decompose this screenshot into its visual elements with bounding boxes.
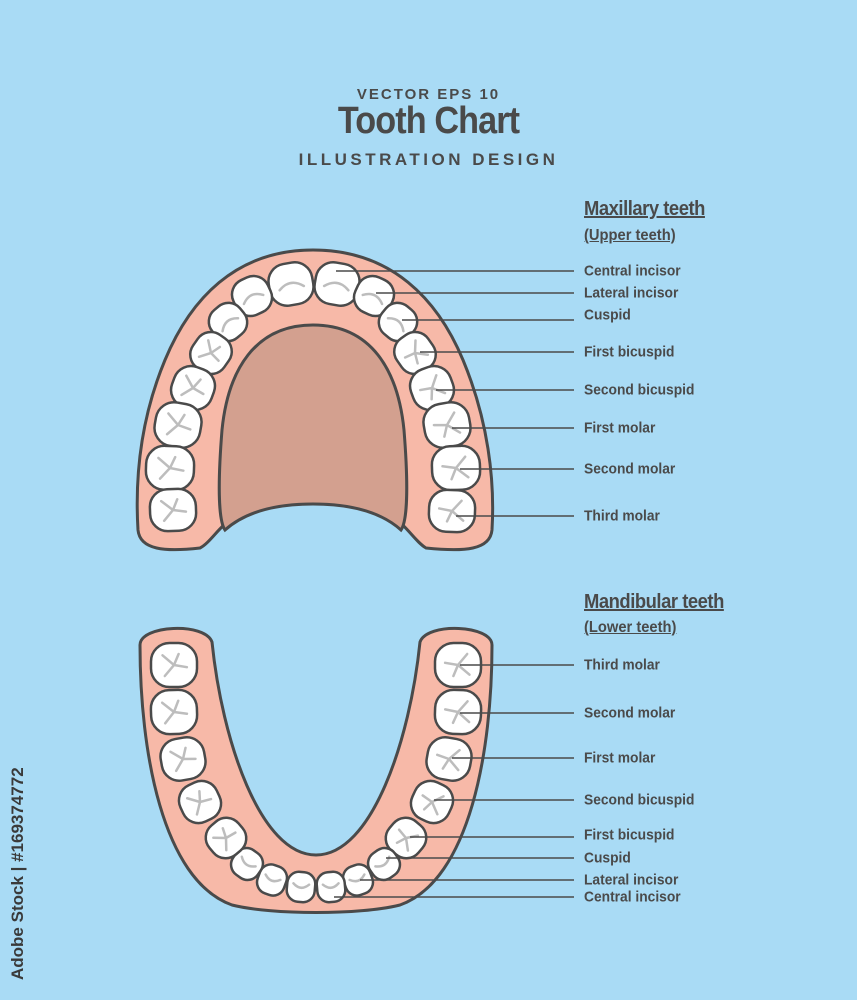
- mandibular-subtitle: (Lower teeth): [584, 619, 677, 636]
- upper-label-third-molar: Third molar: [584, 507, 660, 525]
- upper-label-lateral-incisor: Lateral incisor: [584, 284, 679, 302]
- lower-tooth-second-molar-right: [433, 688, 483, 736]
- maxillary-subtitle: (Upper teeth): [584, 227, 676, 244]
- upper-teeth: [144, 261, 482, 534]
- upper-label-central-incisor: Central incisor: [584, 262, 681, 280]
- lower-label-central-incisor: Central incisor: [584, 888, 681, 906]
- lower-teeth: [149, 641, 483, 904]
- upper-label-first-bicuspid: First bicuspid: [584, 343, 675, 361]
- upper-label-first-molar: First molar: [584, 419, 656, 437]
- upper-tooth-first-molar-right: [422, 401, 472, 449]
- upper-tooth-second-molar-left: [144, 444, 196, 492]
- lower-tooth-second-bicuspid-right: [409, 779, 455, 825]
- upper-tooth-second-molar-right: [430, 444, 482, 492]
- upper-tooth-second-bicuspid-right: [408, 364, 456, 412]
- lower-tooth-cuspid-left: [229, 846, 265, 882]
- lower-tooth-first-bicuspid-left: [204, 816, 248, 860]
- upper-tooth-first-bicuspid-right: [392, 330, 438, 376]
- upper-tooth-third-molar-right: [427, 488, 477, 534]
- stock-watermark: Adobe Stock | #169374772: [8, 767, 27, 980]
- upper-tooth-third-molar-left: [148, 487, 198, 533]
- lower-tooth-first-molar-right: [425, 736, 473, 782]
- lower-arch: [138, 626, 494, 914]
- lower-tooth-first-molar-left: [159, 736, 207, 782]
- lower-label-first-molar: First molar: [584, 749, 656, 767]
- upper-tooth-second-bicuspid-left: [169, 364, 217, 412]
- upper-tooth-lateral-incisor-left: [230, 274, 274, 318]
- lower-tooth-third-molar-left: [149, 641, 199, 689]
- upper-arch: [135, 248, 495, 552]
- illustration-design-caption: ILLUSTRATION DESIGN: [298, 150, 559, 169]
- lower-tooth-second-bicuspid-left: [177, 779, 223, 825]
- upper-tooth-cuspid-left: [207, 301, 249, 343]
- lower-label-cuspid: Cuspid: [584, 849, 631, 867]
- lower-tooth-central-incisor-right: [315, 870, 347, 904]
- lower-label-second-molar: Second molar: [584, 704, 676, 722]
- lower-label-first-bicuspid: First bicuspid: [584, 826, 675, 844]
- lower-label-lateral-incisor: Lateral incisor: [584, 871, 679, 889]
- lower-label-third-molar: Third molar: [584, 656, 660, 674]
- upper-label-cuspid: Cuspid: [584, 306, 631, 324]
- upper-label-second-bicuspid: Second bicuspid: [584, 381, 695, 399]
- lower-tooth-second-molar-left: [149, 688, 199, 736]
- lower-label-second-bicuspid: Second bicuspid: [584, 791, 695, 809]
- lower-tooth-third-molar-right: [433, 641, 483, 689]
- maxillary-title: Maxillary teeth: [584, 198, 705, 220]
- upper-palate: [217, 323, 409, 533]
- lower-tooth-central-incisor-left: [285, 870, 317, 904]
- page-title: Tooth Chart: [337, 100, 520, 142]
- leader-lines: [334, 270, 574, 898]
- mandibular-title: Mandibular teeth: [584, 591, 724, 613]
- upper-tooth-cuspid-right: [377, 301, 419, 343]
- upper-label-second-molar: Second molar: [584, 460, 676, 478]
- vector-eps-caption: VECTOR EPS 10: [356, 86, 501, 103]
